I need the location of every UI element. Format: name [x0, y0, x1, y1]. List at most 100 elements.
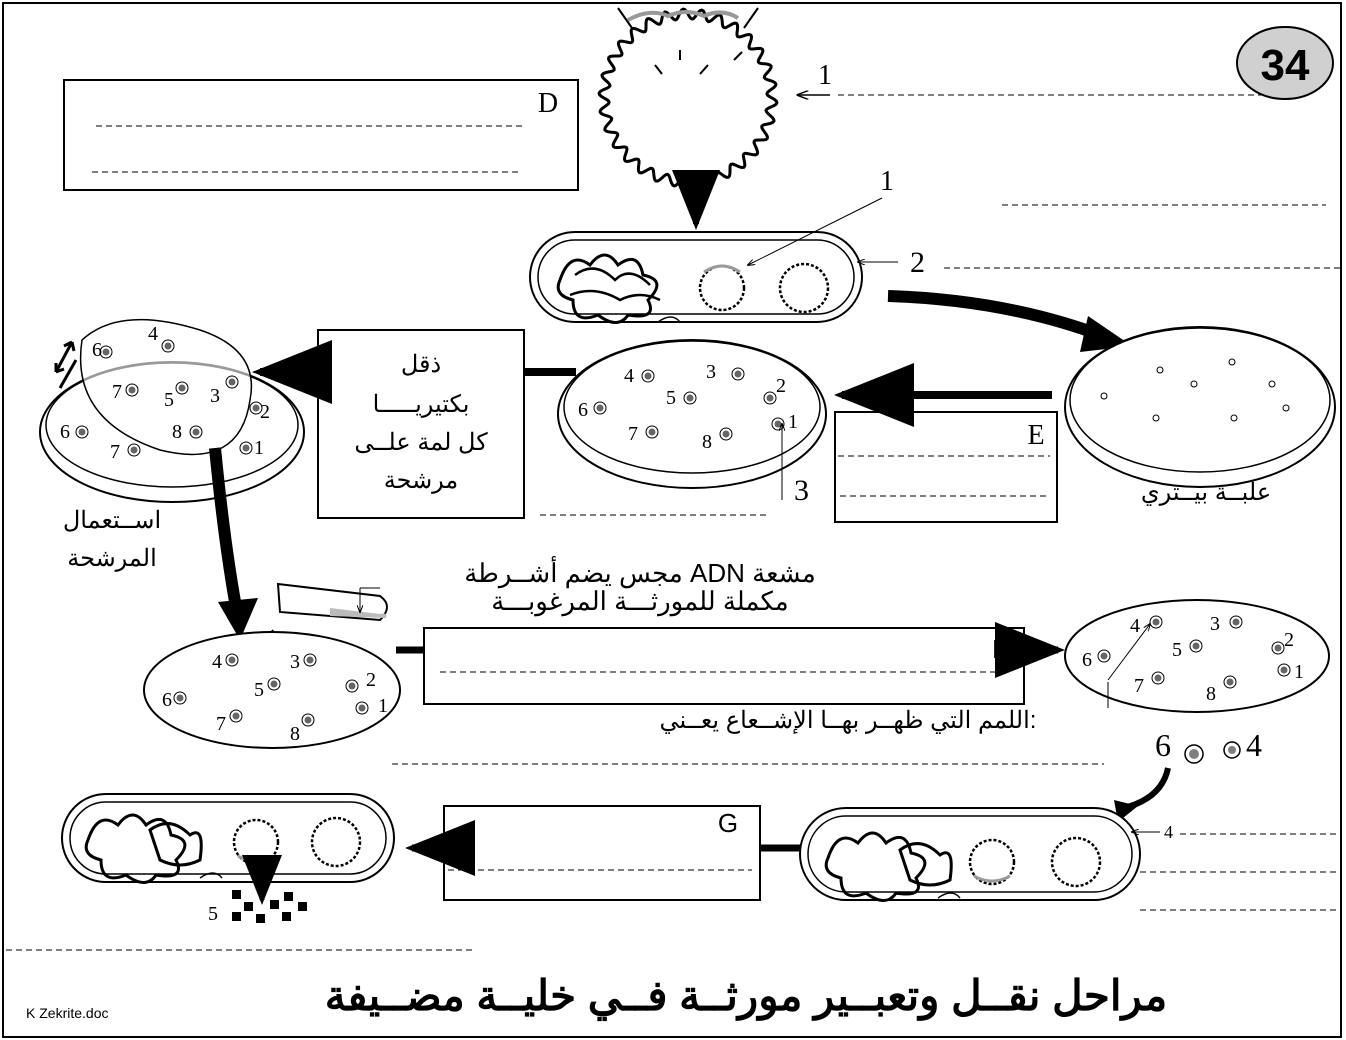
box-f-letter: F	[992, 634, 1008, 664]
colony-core	[242, 444, 250, 452]
transfer-text-3: كل لمة علــى	[354, 429, 488, 456]
colony-number: 4	[212, 651, 222, 673]
colony-core	[648, 428, 656, 436]
colony-core	[270, 680, 278, 688]
label-3: 3	[794, 474, 809, 507]
petri-label: علبــة بيــتري	[1141, 479, 1271, 506]
bacterial-spot	[1268, 380, 1276, 388]
answer-box-f[interactable]: F	[423, 627, 1025, 705]
autoradiogram-dish	[1064, 599, 1330, 713]
colony-core	[306, 656, 314, 664]
filter-use-text-1: اســتعمال	[63, 507, 161, 534]
filter-use-text-2: المرشحة	[67, 545, 157, 572]
recombinant-plasmid	[597, 7, 779, 189]
colony-number: 5	[254, 679, 264, 701]
colony-core	[1154, 674, 1162, 682]
colony-number: 7	[1134, 675, 1144, 697]
colony-number: 6	[162, 689, 172, 711]
colony-core	[734, 370, 742, 378]
colony-number: 2	[366, 669, 376, 691]
filter-membrane	[79, 318, 253, 456]
colony-number: 8	[1206, 683, 1216, 705]
colony-core	[304, 716, 312, 724]
selected-colony-4: 4	[1246, 727, 1262, 763]
colony-number: 3	[1210, 613, 1220, 635]
colony-number: 3	[210, 385, 220, 407]
colony-number: 5	[1172, 639, 1182, 661]
box-e-letter: E	[1027, 420, 1044, 451]
colony-number: 2	[260, 401, 270, 423]
colony-number: 7	[628, 423, 638, 445]
colony-number: 1	[254, 437, 264, 459]
colony-core	[228, 656, 236, 664]
transfer-box: ذقل بكتيريـــــا كل لمة علــى مرشحة	[317, 329, 525, 519]
colony-core	[130, 446, 138, 454]
colony-number: 6	[92, 339, 102, 361]
selected-colony-6: 6	[1155, 727, 1171, 763]
colony-number: 1	[788, 411, 798, 433]
colony-core	[1232, 618, 1240, 626]
colony-number: 4	[624, 365, 634, 387]
bacterial-spot	[1152, 414, 1160, 422]
colonies-meaning-text: اللمم التي ظهــر بهــا الإشــعاع يعــني:	[660, 707, 1037, 734]
transfer-text-1: ذقل	[401, 351, 441, 378]
colony-core	[164, 342, 172, 350]
filter-replica-dish	[39, 318, 305, 503]
colony-core	[192, 428, 200, 436]
colony-core	[686, 394, 694, 402]
colony-number: 8	[702, 431, 712, 453]
label-5: 5	[208, 903, 218, 925]
sheet-number: 34	[1261, 41, 1310, 90]
petri-dish	[1064, 326, 1336, 488]
colony-core	[178, 384, 186, 392]
colony-core	[252, 404, 260, 412]
transfer-text-4: مرشحة	[384, 467, 459, 494]
colony-core	[348, 682, 356, 690]
colony-number: 7	[216, 713, 226, 735]
colony-number: 2	[1284, 629, 1294, 651]
transfer-text-2: بكتيريـــــا	[373, 391, 470, 418]
bacterial-spot	[1156, 366, 1164, 374]
bacterial-spot	[1100, 392, 1108, 400]
colony-core	[232, 712, 240, 720]
colony-number: 1	[1294, 661, 1304, 683]
colony-core	[358, 704, 366, 712]
bacterial-spot	[1228, 358, 1236, 366]
colony-core	[1280, 666, 1288, 674]
answer-box-d[interactable]: D	[63, 79, 579, 191]
colony-number: 1	[378, 695, 388, 717]
colony-number: 6	[60, 421, 70, 443]
colony-number: 6	[1082, 649, 1092, 671]
file-label: K Zekrite.doc	[26, 1005, 108, 1021]
colony-core	[78, 428, 86, 436]
colony-number: 7	[110, 441, 120, 463]
colony-number: 8	[172, 421, 182, 443]
colony-core	[1274, 644, 1282, 652]
colony-number: 8	[290, 723, 300, 745]
probe-text-1: مجس يضم أشــرطة ADN مشعة	[464, 555, 816, 589]
protein-product	[232, 890, 307, 923]
move-arrows-icon	[54, 341, 78, 389]
colony-number: 4	[148, 323, 158, 345]
colony-core	[1152, 618, 1160, 626]
colony-core	[1100, 652, 1108, 660]
bacterial-spot	[1282, 404, 1290, 412]
colony-core	[128, 386, 136, 394]
colony-dish-middle	[557, 339, 827, 489]
arrow-to-petri	[887, 290, 1111, 344]
colony-core	[722, 430, 730, 438]
transformed-bacterium	[529, 231, 863, 324]
colony-core	[176, 694, 184, 702]
answer-box-e[interactable]: E	[834, 411, 1058, 523]
answer-box-g[interactable]: G	[443, 805, 761, 901]
box-d-letter: D	[538, 88, 558, 119]
colony-number: 2	[776, 375, 786, 397]
inserted-gene	[627, 10, 740, 22]
probe-text-2: مكملة للمورثـــة المرغوبـــة	[491, 586, 788, 617]
colony-core	[228, 378, 236, 386]
colony-number: 3	[706, 361, 716, 383]
colony-core	[596, 404, 604, 412]
colony-core	[1226, 678, 1234, 686]
colony-number: 7	[112, 381, 122, 403]
